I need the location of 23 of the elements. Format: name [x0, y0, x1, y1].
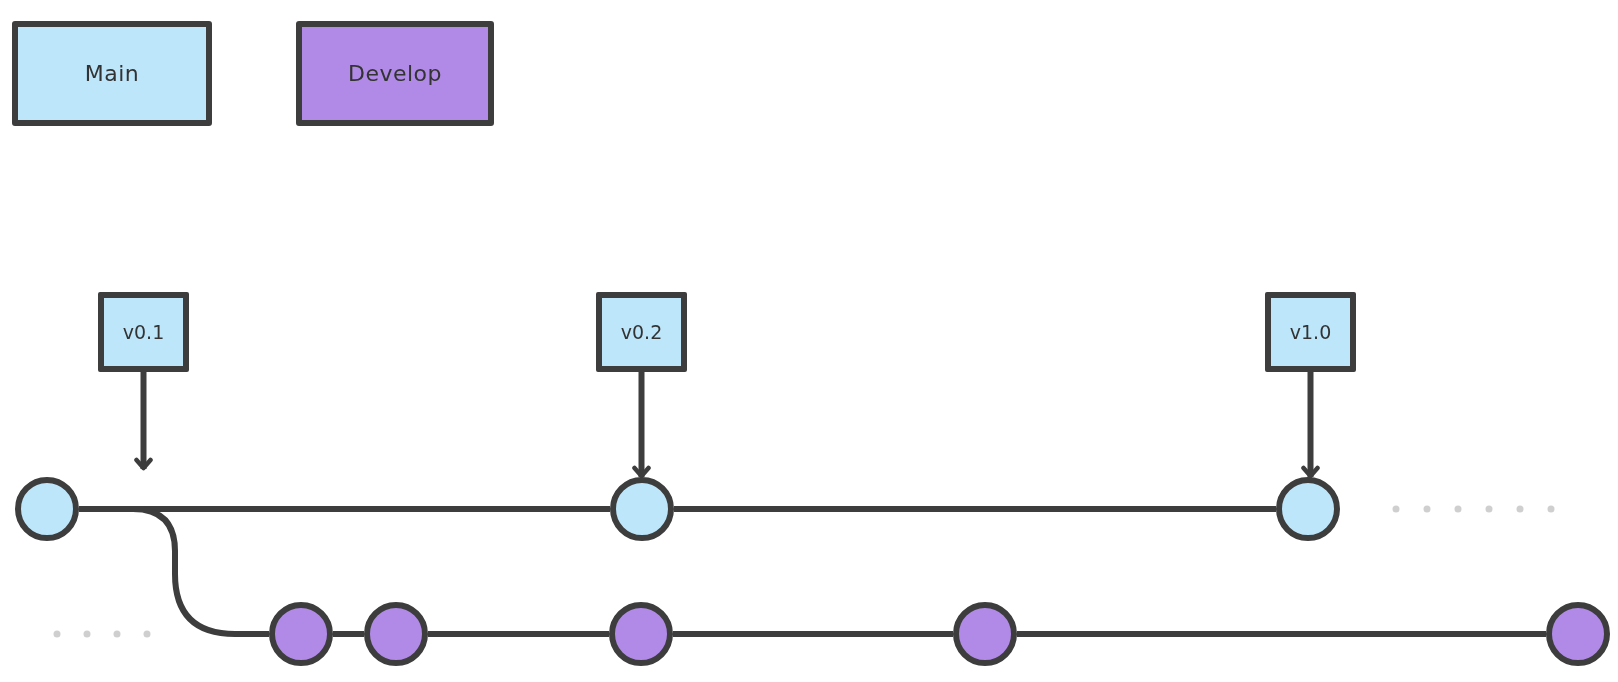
legend-label: Main — [84, 61, 140, 86]
branch-line — [428, 631, 609, 637]
branch-line — [333, 631, 364, 637]
branch-line — [673, 631, 953, 637]
commit-circle — [269, 602, 333, 666]
commit-circle — [364, 602, 428, 666]
arrow — [134, 372, 153, 471]
arrow — [632, 372, 651, 479]
tag-box — [98, 292, 189, 372]
tag-box — [596, 292, 687, 372]
branch-line — [1017, 631, 1546, 637]
commit-circle — [953, 602, 1017, 666]
arrow — [1301, 372, 1320, 479]
commit-circle — [609, 602, 673, 666]
tag-box — [1265, 292, 1356, 372]
branch-line — [674, 506, 1276, 512]
tag-label: v0.2 — [620, 321, 663, 343]
tag-label: v0.1 — [122, 321, 165, 343]
branch-line — [79, 506, 269, 637]
tag-label: v1.0 — [1289, 321, 1332, 343]
commit-circle — [15, 477, 79, 541]
legend-label: Develop — [347, 61, 443, 86]
commit-circle — [1546, 602, 1610, 666]
